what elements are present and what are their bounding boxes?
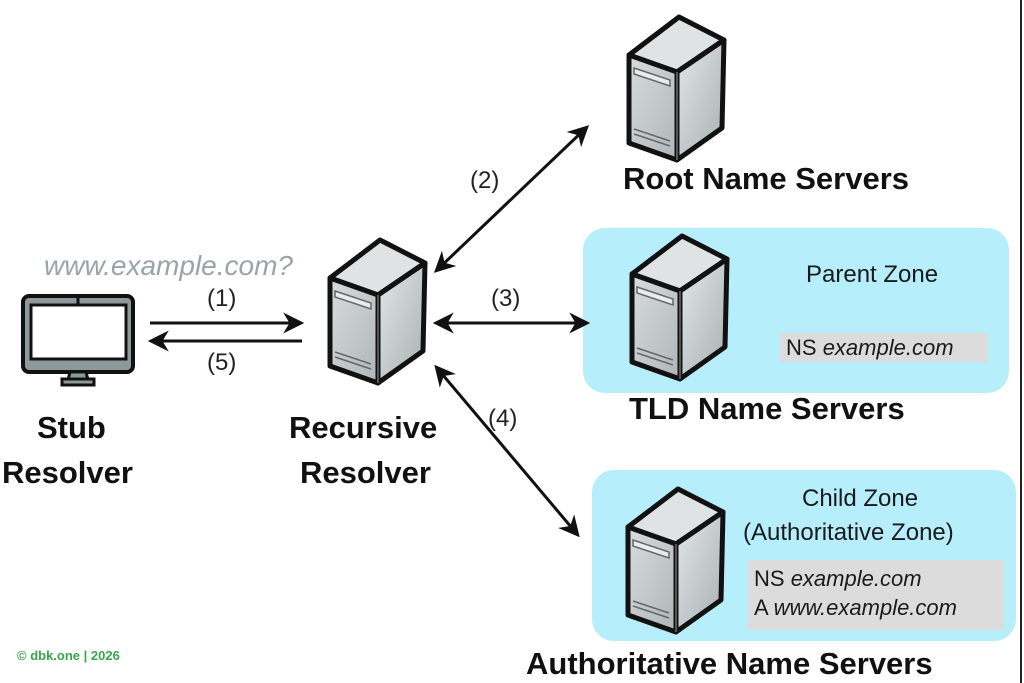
recursive-resolver-label-line1: Recursive xyxy=(289,410,438,445)
record-type: NS xyxy=(786,335,817,360)
step-label-3: (3) xyxy=(491,285,521,312)
root-name-servers-label: Root Name Servers xyxy=(623,161,910,196)
step-label-2: (2) xyxy=(470,167,500,194)
stub-resolver-label-line2: Resolver xyxy=(2,455,133,490)
record-name: example.com xyxy=(822,335,954,360)
record-type: A xyxy=(754,595,768,620)
recursive-resolver-label-line2: Resolver xyxy=(300,455,431,490)
tld-name-servers-label: TLD Name Servers xyxy=(629,391,905,426)
monitor-icon xyxy=(21,294,135,387)
record-name: example.com xyxy=(790,566,922,591)
auth-server-icon xyxy=(628,489,723,632)
stub-resolver-label-line1: Stub xyxy=(37,410,106,445)
record-name: www.example.com xyxy=(773,595,957,620)
arrow-step-4 xyxy=(434,364,580,538)
child-zone-record-a: A www.example.com xyxy=(754,593,998,622)
frame-edge xyxy=(1020,0,1022,683)
parent-zone-title: Parent Zone xyxy=(806,261,939,288)
record-type: NS xyxy=(754,566,785,591)
query-text: www.example.com? xyxy=(44,250,293,281)
child-zone-title: Child Zone xyxy=(802,485,919,512)
arrow-step-2 xyxy=(433,125,590,273)
child-zone-subtitle: (Authoritative Zone) xyxy=(743,519,954,546)
parent-zone-record-ns: NS example.com xyxy=(780,333,988,362)
child-zone-record-ns: NS example.com xyxy=(754,564,998,593)
recursive-server-icon xyxy=(330,240,425,383)
tld-server-icon xyxy=(632,236,727,379)
step-label-4: (4) xyxy=(488,405,518,432)
authoritative-name-servers-label: Authoritative Name Servers xyxy=(526,646,933,681)
child-zone-records: NS example.com A www.example.com xyxy=(748,560,1004,630)
root-server-icon xyxy=(629,17,724,160)
step-label-1: (1) xyxy=(207,285,237,312)
step-label-5: (5) xyxy=(207,349,237,376)
copyright-footer: © dbk.one | 2026 xyxy=(17,648,120,663)
